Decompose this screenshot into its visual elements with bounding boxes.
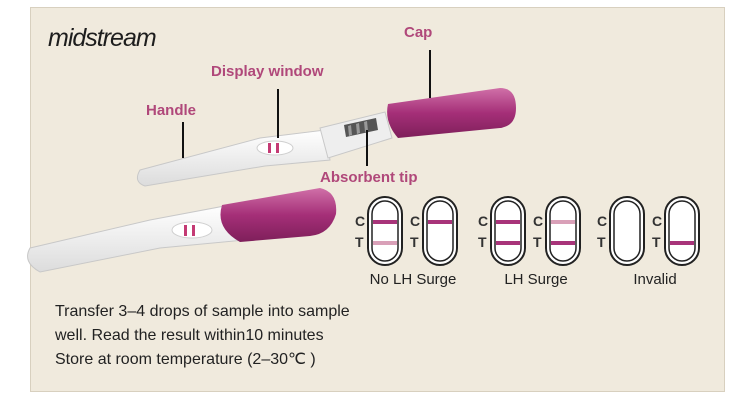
result-windows [367,196,700,266]
test-label: T [355,234,364,250]
display-window-label: Display window [211,63,324,80]
test-line [496,241,520,245]
control-label: C [410,213,421,229]
result-window [609,196,645,266]
absorbent-tip-label: Absorbent tip [320,169,418,186]
result-caption: No LH Surge [369,271,457,288]
test-line [551,241,575,245]
control-label: C [652,213,663,229]
instruction-line: Store at room temperature (2–30℃ ) [55,351,316,368]
result-window-inner [613,200,641,262]
upper-stick-tip-holder [319,111,393,159]
test-label: T [410,234,419,250]
lower-stick-handle [27,204,246,273]
control-line [551,220,575,224]
result-window [367,196,403,266]
result-window-inner [494,200,522,262]
result-window [664,196,700,266]
control-line [373,220,397,224]
test-line [373,241,397,245]
brand-title: midstream [48,24,157,52]
control-line [428,220,452,224]
upper-stick-handle [136,129,331,187]
result-window-inner [426,200,454,262]
upper-display-window [256,140,294,156]
instruction-line: Transfer 3–4 drops of sample into sample [55,303,350,320]
result-window [422,196,458,266]
control-label: C [597,213,608,229]
test-label: T [597,234,606,250]
control-label: C [355,213,366,229]
test-label: T [533,234,542,250]
handle-label: Handle [146,102,197,119]
cap-label: Cap [404,24,433,41]
test-label: T [652,234,661,250]
result-window [545,196,581,266]
result-window-inner [668,200,696,262]
control-label: C [478,213,489,229]
result-caption: LH Surge [504,271,568,288]
upper-stick-cap [387,88,516,138]
lower-stick-cap [220,188,337,242]
test-label: T [478,234,487,250]
result-caption: Invalid [633,271,677,288]
test-line [670,241,694,245]
result-window-inner [371,200,399,262]
absorbent-tip-strip [344,118,378,137]
result-window [490,196,526,266]
instruction-line: well. Read the result within10 minutes [55,327,324,344]
instructions-text: Transfer 3–4 drops of sample into sample… [55,300,350,372]
control-line [496,220,520,224]
result-window-inner [549,200,577,262]
control-label: C [533,213,544,229]
